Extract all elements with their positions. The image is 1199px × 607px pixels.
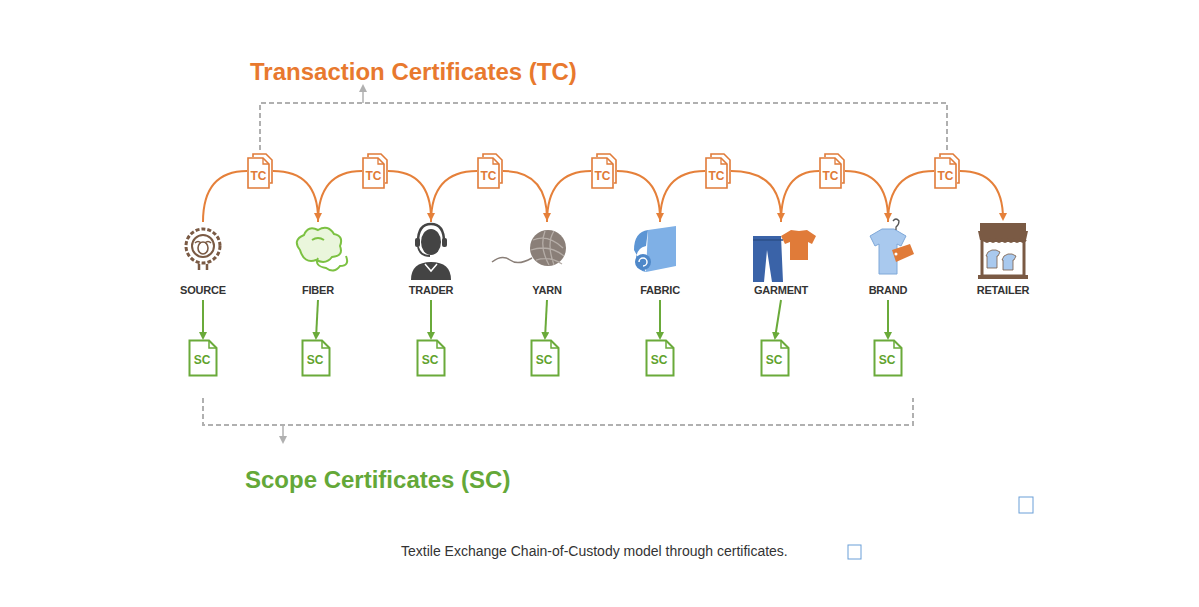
scope-arrow — [775, 300, 781, 338]
transaction-arc — [960, 171, 1003, 219]
transaction-certificate: TC — [476, 152, 504, 190]
transaction-arc — [845, 171, 888, 219]
transaction-certificate: TC — [246, 152, 274, 190]
fabric-icon — [634, 226, 676, 272]
transaction-arc — [547, 171, 591, 222]
stage-node: SOURCE — [155, 220, 251, 298]
brand-icon — [870, 219, 914, 274]
fiber-icon — [297, 228, 347, 271]
stage-label: TRADER — [409, 284, 454, 296]
stage-node: GARMENT — [733, 220, 829, 298]
placeholder-box — [848, 545, 861, 559]
scope-certificate: SC — [416, 339, 446, 377]
transaction-arc — [203, 171, 247, 222]
stage-label: YARN — [532, 284, 561, 296]
transaction-arc — [731, 171, 781, 219]
stage-node: BRAND — [840, 220, 936, 298]
certificate-label: SC — [879, 349, 898, 367]
transaction-arc — [318, 171, 362, 222]
yarn-icon — [492, 230, 566, 266]
scope-arrow — [430, 300, 432, 338]
bracket-arrowhead — [359, 84, 367, 92]
certificate-label: TC — [595, 160, 614, 183]
scope-arrow — [659, 300, 661, 338]
scope-arrow — [316, 300, 318, 338]
certificate-label: SC — [422, 349, 441, 367]
transaction-certificate: TC — [704, 152, 732, 190]
certificate-label: TC — [481, 160, 500, 183]
placeholder-box — [1019, 497, 1033, 513]
transaction-arc — [660, 171, 705, 222]
sheep-icon — [186, 229, 220, 270]
stage-label: SOURCE — [180, 284, 226, 296]
section-heading: Transaction Certificates (TC) — [250, 58, 577, 86]
scope-certificate: SC — [760, 339, 790, 377]
scope-arrow — [202, 300, 204, 338]
stage-label: GARMENT — [754, 284, 808, 296]
transaction-certificate: TC — [818, 152, 846, 190]
stage-node: TRADER — [383, 220, 479, 298]
transaction-arc — [781, 171, 819, 222]
transaction-arc — [617, 171, 660, 219]
tc-bracket — [260, 103, 947, 150]
transaction-arc — [888, 171, 934, 222]
scope-certificate: SC — [873, 339, 903, 377]
certificate-label: TC — [938, 160, 957, 183]
certificate-label: SC — [766, 349, 785, 367]
certificate-label: TC — [823, 160, 842, 183]
retailer-icon — [978, 223, 1028, 279]
stage-node: FIBER — [270, 220, 366, 298]
certificate-label: TC — [366, 160, 385, 183]
certificate-label: SC — [651, 349, 670, 367]
transaction-certificate: TC — [361, 152, 389, 190]
scope-certificate: SC — [645, 339, 675, 377]
scope-arrow — [545, 300, 547, 338]
stage-label: BRAND — [869, 284, 908, 296]
stage-label: FABRIC — [640, 284, 680, 296]
transaction-arc — [388, 171, 431, 219]
transaction-arc — [431, 171, 477, 222]
transaction-arc — [503, 171, 547, 219]
trader-icon — [411, 224, 451, 280]
scope-arrow — [887, 300, 889, 338]
certificate-label: TC — [251, 160, 270, 183]
scope-certificate: SC — [301, 339, 331, 377]
scope-certificate: SC — [188, 339, 218, 377]
stage-node: FABRIC — [612, 220, 708, 298]
caption: Textile Exchange Chain-of-Custody model … — [401, 543, 788, 559]
stage-node: YARN — [499, 220, 595, 298]
bracket-arrowhead — [279, 436, 287, 444]
sc-bracket — [203, 398, 913, 425]
transaction-certificate: TC — [933, 152, 961, 190]
stage-node: RETAILER — [955, 220, 1051, 298]
transaction-certificate: TC — [590, 152, 618, 190]
transaction-arc — [273, 171, 318, 219]
garment-icon — [753, 230, 816, 282]
certificate-label: SC — [536, 349, 555, 367]
scope-certificate: SC — [530, 339, 560, 377]
section-heading: Scope Certificates (SC) — [245, 466, 510, 494]
certificate-label: TC — [709, 160, 728, 183]
certificate-label: SC — [194, 349, 213, 367]
stage-label: RETAILER — [977, 284, 1030, 296]
stage-label: FIBER — [302, 284, 334, 296]
certificate-label: SC — [307, 349, 326, 367]
